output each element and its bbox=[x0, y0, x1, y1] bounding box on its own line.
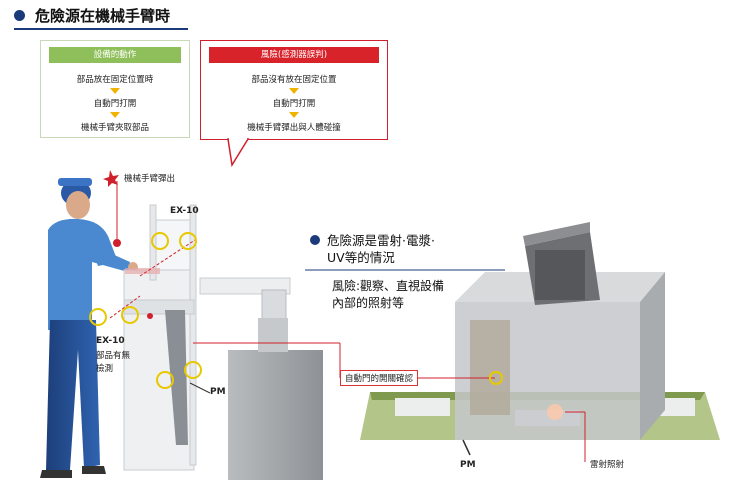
normal-step-1: 部品放在固定位置時 bbox=[76, 75, 154, 85]
arrow-down-icon bbox=[110, 88, 120, 94]
normal-step-3: 機械手臂夾取部品 bbox=[80, 123, 149, 133]
label-ex10-top: EX-10 bbox=[170, 206, 199, 216]
risk-step-3: 機械手臂彈出與人體碰撞 bbox=[247, 123, 341, 133]
panel-risk-header: 風險(感測器誤判) bbox=[209, 47, 379, 63]
arrow-down-icon bbox=[289, 112, 299, 118]
label-pm-left: PM bbox=[210, 387, 226, 397]
section-heading: 危險源是雷射·電漿· UV等的情況 bbox=[327, 233, 435, 265]
robot-arm bbox=[199, 277, 323, 480]
label-part-detect: 部品有無 檢測 bbox=[96, 351, 131, 374]
label-laser: 雷射照射 bbox=[590, 460, 625, 470]
panel-risk: 風險(感測器誤判) 部品沒有放在固定位置 自動門打開 機械手臂彈出與人體碰撞 bbox=[200, 40, 388, 140]
callout-lines bbox=[116, 181, 586, 462]
robot-cell-frame bbox=[123, 204, 197, 471]
normal-step-2: 自動門打開 bbox=[93, 99, 137, 109]
panel-normal-operation: 設備的動作 部品放在固定位置時 自動門打開 機械手臂夾取部品 bbox=[40, 40, 190, 138]
section-risk-text: 風險:觀察、直視設備 內部的照射等 bbox=[332, 279, 445, 310]
risk-step-1: 部品沒有放在固定位置 bbox=[251, 75, 337, 85]
bullet-icon bbox=[14, 9, 25, 21]
operator-figure bbox=[40, 178, 138, 478]
arrow-down-icon bbox=[110, 112, 120, 118]
risk-step-2: 自動門打開 bbox=[272, 99, 316, 109]
laser-machine bbox=[360, 222, 720, 440]
title-row: 危險源在機械手臂時 bbox=[14, 4, 170, 26]
label-door-check: 自動門的開關確認 bbox=[340, 370, 419, 386]
label-arm-popout: 機械手臂彈出 bbox=[124, 174, 176, 184]
label-ex10-bottom: EX-10 bbox=[96, 336, 125, 346]
sensor-rings bbox=[89, 232, 503, 389]
panel-normal-header: 設備的動作 bbox=[49, 47, 181, 63]
burst-icon bbox=[103, 170, 119, 187]
arrow-down-icon bbox=[289, 88, 299, 94]
label-pm-right: PM bbox=[460, 460, 476, 470]
title-underline bbox=[14, 28, 188, 30]
page-title: 危險源在機械手臂時 bbox=[35, 6, 171, 25]
callout-tail bbox=[227, 138, 250, 168]
